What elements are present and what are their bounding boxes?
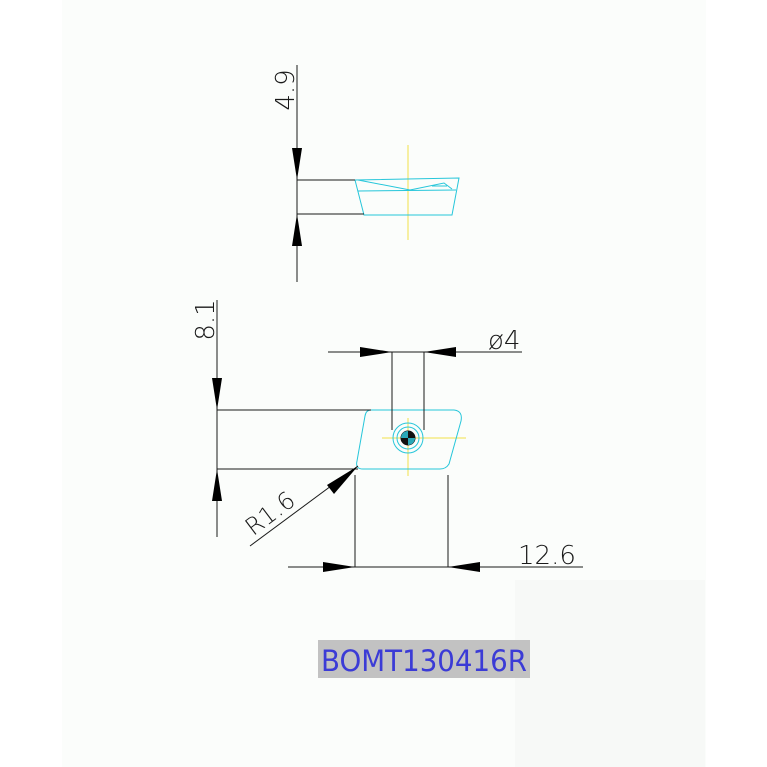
thickness-dimension [292,65,364,282]
insert-code-background [318,640,530,678]
screw-hole-inner-ring [396,426,420,450]
center-mark-quadrant-1 [408,431,415,438]
center-mark-quadrant-4 [401,431,408,438]
hole-diameter-dimension [328,347,522,430]
center-mark-quadrant-3 [408,438,415,445]
top-view: ø4 8.1 R1.6 12.6 [191,299,583,572]
side-view-insert-profile [354,177,460,216]
side-view: 4.9 [271,65,460,282]
paper-panel-lower [515,580,705,767]
width-dimension [212,300,371,537]
thickness-label: 4.9 [271,69,301,110]
length-label: 12.6 [518,541,576,571]
center-mark-quadrant-2 [401,438,408,445]
insert-code-label: BOMT130416R [321,644,527,678]
corner-radius-leader [249,465,359,547]
length-dimension [288,475,583,572]
top-view-insert-outline [356,409,462,470]
width-label: 8.1 [191,299,221,340]
screw-hole-outer-ring [392,422,424,454]
hole-diameter-label: ø4 [488,326,520,356]
